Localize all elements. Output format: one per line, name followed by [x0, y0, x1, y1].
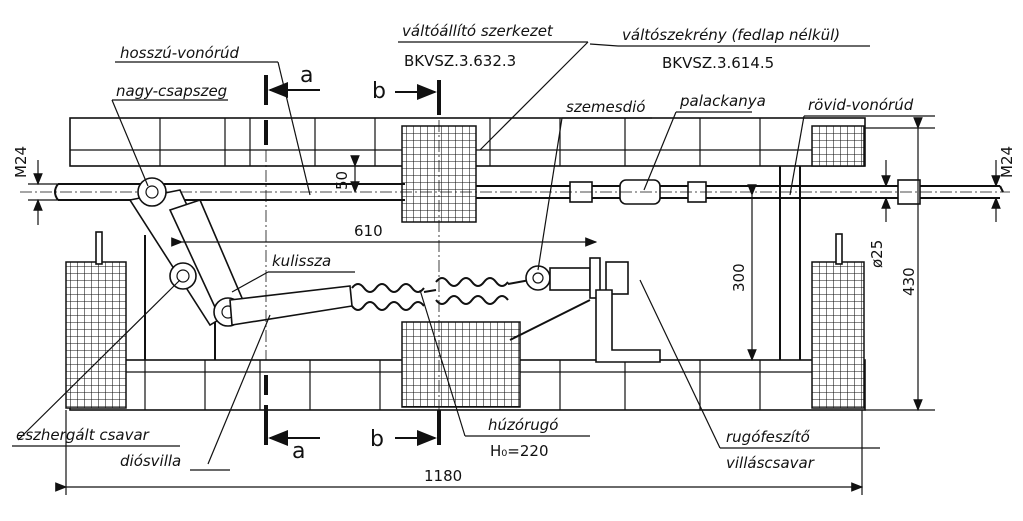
section-b-bottom: b: [370, 427, 384, 452]
leader-lines: [12, 41, 935, 471]
label-valtoallito-code: BKVSZ.3.632.3: [404, 52, 516, 70]
label-rugofeszito: rugófeszítő: [726, 428, 811, 446]
section-a-top: a: [300, 63, 313, 88]
dim-610: 610: [354, 222, 383, 240]
label-valtoallito-szerkezet: váltóállító szerkezet: [402, 22, 554, 40]
label-diosvilla: diósvilla: [120, 452, 181, 470]
label-palackanya: palackanya: [679, 92, 766, 110]
dim-50: 50: [333, 171, 351, 190]
dim-300: 300: [730, 263, 748, 292]
label-nagy-csapszeg: nagy-csapszeg: [116, 82, 227, 100]
dim-430: 430: [900, 267, 918, 296]
dim-phi25: ø25: [868, 240, 886, 268]
section-marks: [264, 75, 441, 446]
label-villascsavar: villáscsavar: [726, 454, 815, 472]
label-kulissza: kulissza: [272, 252, 331, 270]
sleeper-blocks: [65, 125, 865, 409]
dim-m24-left: M24: [12, 146, 30, 178]
label-huzorugo-h: H₀=220: [490, 442, 549, 460]
linkage: [128, 177, 353, 327]
tension-spring: [351, 257, 661, 363]
dim-m24-right: M24: [998, 146, 1016, 178]
label-hosszu-vonorud: hosszú-vonórúd: [120, 44, 240, 62]
label-huzorugo: húzórugó: [488, 416, 558, 434]
label-eszhergalt-csavar: eszhergált csavar: [16, 426, 150, 444]
label-valtoszekreny-code: BKVSZ.3.614.5: [662, 54, 774, 72]
dimension-lines: [28, 117, 1001, 495]
label-rovid-vonorud: rövid-vonórúd: [808, 96, 914, 114]
short-pull-rod: [20, 179, 1010, 205]
dim-1180: 1180: [424, 467, 462, 485]
section-b-top: b: [372, 79, 386, 104]
section-a-bottom: a: [292, 439, 305, 464]
label-szemesdio: szemesdió: [566, 98, 645, 116]
label-valtoszekreny: váltószekrény (fedlap nélkül): [622, 26, 840, 44]
